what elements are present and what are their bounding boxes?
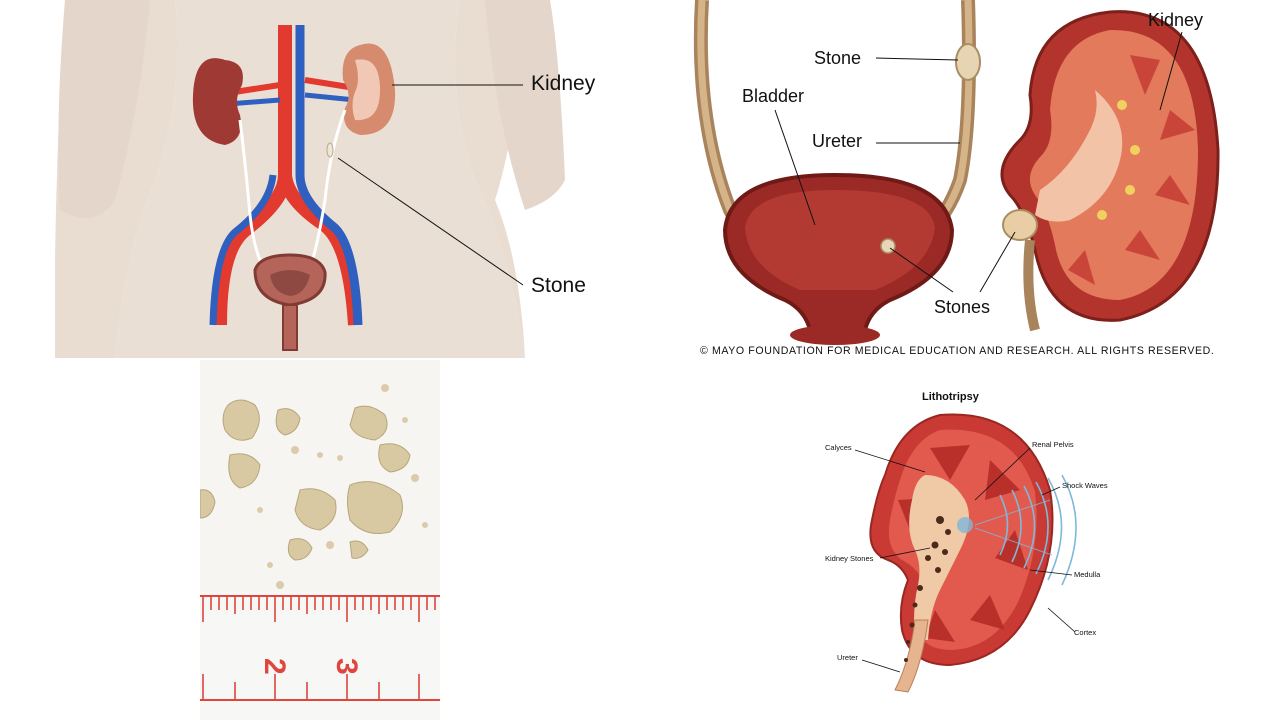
renal-pelvis: [909, 475, 969, 640]
copyright-notice: © MAYO FOUNDATION FOR MEDICAL EDUCATION …: [700, 345, 1214, 357]
stones-label: Stones: [934, 297, 990, 317]
kidney-stones-photo: 2 3: [200, 360, 440, 720]
renal-pyramids: [1068, 55, 1195, 285]
ruler-number-2: 2: [258, 658, 291, 675]
left-arm: [58, 0, 151, 218]
kidney-stones-label: Kidney Stones: [825, 554, 874, 563]
stone-label: Stone: [814, 48, 861, 68]
mayo-diagram: Stone Kidney Bladder Ureter Stones © MAY…: [693, 0, 1220, 357]
lithotripsy-title: Lithotripsy: [922, 391, 980, 403]
left-kidney: [192, 58, 243, 145]
ureter: [894, 619, 929, 693]
lithotripsy-diagram: Lithotripsy Calyces Renal Pelvis: [825, 391, 1108, 693]
right-arm: [485, 0, 565, 210]
bladder-stone: [880, 238, 896, 254]
ureter-stone: [955, 43, 981, 81]
torso-silhouette: [55, 0, 525, 358]
ureter-label: Ureter: [837, 653, 858, 662]
kidney-stone: [1002, 209, 1038, 241]
renal-pyramids: [898, 445, 1028, 642]
medulla-label: Medulla: [1074, 570, 1101, 579]
cortex-label: Cortex: [1074, 628, 1096, 637]
shock-waves: [999, 474, 1077, 586]
shock-waves-label: Shock Waves: [1062, 481, 1108, 490]
ruler-ticks: [202, 596, 436, 700]
kidney-label: Kidney: [531, 72, 596, 95]
ruler: [200, 592, 440, 720]
renal-pelvis-label: Renal Pelvis: [1032, 440, 1074, 449]
ureter-label: Ureter: [812, 131, 862, 151]
kidney-label: Kidney: [1148, 10, 1203, 30]
ruler-number-3: 3: [330, 658, 363, 675]
bladder-label: Bladder: [742, 86, 804, 106]
stone-fragments: [200, 399, 411, 561]
ureter-stone: [326, 142, 334, 158]
calyces-label: Calyces: [825, 443, 852, 452]
kidney-stones: [904, 516, 951, 662]
calyx-stones: [1097, 100, 1140, 220]
anatomy-diagram: Kidney Stone: [55, 0, 596, 358]
stone-label: Stone: [531, 274, 586, 297]
vena-cava: [295, 25, 363, 326]
